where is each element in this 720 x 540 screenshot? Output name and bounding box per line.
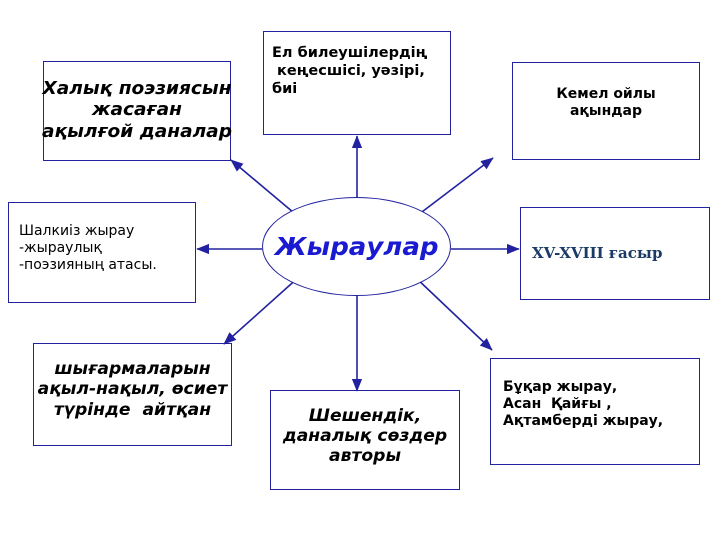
node-top-left[interactable]: Халық поэзиясын жасаған ақылғой даналар <box>42 61 232 161</box>
node-bottom-center[interactable]: Шешендік, даналық сөздер авторы <box>270 390 460 490</box>
node-bottom-left[interactable]: шығармаларын ақыл-нақыл, өсиет түрінде а… <box>33 343 232 446</box>
connector-to-top-left <box>230 159 301 219</box>
node-bottom-left-label: шығармаларын ақыл-нақыл, өсиет түрінде а… <box>37 359 228 419</box>
node-center-label: Жыраулар <box>274 232 439 261</box>
node-center-ellipse[interactable]: Жыраулар <box>262 197 451 296</box>
node-top-center-label: Ел билеушілердің кеңесшісі, уәзірі, биі <box>272 45 428 97</box>
node-top-center[interactable]: Ел билеушілердің кеңесшісі, уәзірі, биі <box>263 31 451 135</box>
node-right-middle-label: XV-XVIII ғасыр <box>532 244 663 263</box>
connector-to-top-right <box>413 157 494 219</box>
node-bottom-right[interactable]: Бұқар жырау, Асан Қайғы , Ақтамберді жыр… <box>490 358 700 465</box>
connector-to-bottom-right <box>413 275 493 351</box>
node-bottom-right-label: Бұқар жырау, Асан Қайғы , Ақтамберді жыр… <box>503 378 664 430</box>
node-right-middle[interactable]: XV-XVIII ғасыр <box>520 207 710 300</box>
node-left-middle-label: Шалкиіз жырау ‑жыраулық ‑поэзияның атасы… <box>19 222 157 274</box>
connector-to-bottom-left <box>223 275 301 345</box>
node-top-left-label: Халық поэзиясын жасаған ақылғой даналар <box>42 78 232 142</box>
node-left-middle[interactable]: Шалкиіз жырау ‑жыраулық ‑поэзияның атасы… <box>8 202 196 303</box>
node-top-right-label: Кемел ойлы ақындар <box>556 85 656 119</box>
node-bottom-center-label: Шешендік, даналық сөздер авторы <box>282 405 448 466</box>
node-top-right[interactable]: Кемел ойлы ақындар <box>512 62 700 160</box>
